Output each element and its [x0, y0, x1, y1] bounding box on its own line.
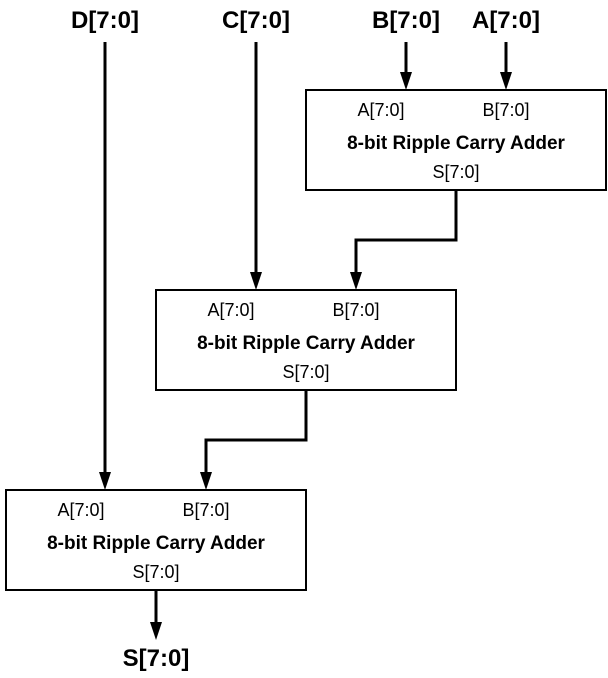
adder-3-title: 8-bit Ripple Carry Adder: [47, 533, 265, 554]
wire-adder1-s-to-adder2-b: [354, 190, 458, 274]
arrowhead-adder2-out: [200, 472, 212, 490]
adder-block-2: A[7:0] B[7:0] 8-bit Ripple Carry Adder S…: [155, 289, 457, 391]
adder-1-title: 8-bit Ripple Carry Adder: [347, 133, 565, 154]
adder-1-port-a: A[7:0]: [357, 100, 404, 120]
arrowhead-adder1-out: [350, 272, 362, 290]
adder-2-box: [155, 289, 457, 391]
adder-3-port-s: S[7:0]: [132, 562, 179, 582]
input-label-b: B[7:0]: [372, 7, 440, 34]
adder-2-port-a: A[7:0]: [207, 300, 254, 320]
wire-adder2-s-to-adder3-b: [204, 390, 308, 474]
adder-1-box: [305, 89, 607, 191]
adder-3-port-a: A[7:0]: [57, 500, 104, 520]
arrowhead-output: [150, 622, 162, 640]
adder-block-1: A[7:0] B[7:0] 8-bit Ripple Carry Adder S…: [305, 89, 607, 191]
input-label-c: C[7:0]: [222, 7, 290, 34]
adder-2-port-s: S[7:0]: [282, 362, 329, 382]
adder-block-3: A[7:0] B[7:0] 8-bit Ripple Carry Adder S…: [5, 489, 307, 591]
arrowhead-c-in: [250, 272, 262, 290]
adder-3-port-b: B[7:0]: [182, 500, 229, 520]
input-label-d: D[7:0]: [71, 7, 139, 34]
adder-1-port-s: S[7:0]: [432, 162, 479, 182]
arrowhead-b-in: [400, 72, 412, 90]
output-label-s: S[7:0]: [123, 645, 190, 672]
arrowhead-d-in: [99, 472, 111, 490]
input-label-a: A[7:0]: [472, 7, 540, 34]
adder-1-port-b: B[7:0]: [482, 100, 529, 120]
arrowhead-a-in: [500, 72, 512, 90]
adder-3-box: [5, 489, 307, 591]
adder-2-title: 8-bit Ripple Carry Adder: [197, 333, 415, 354]
adder-2-port-b: B[7:0]: [332, 300, 379, 320]
